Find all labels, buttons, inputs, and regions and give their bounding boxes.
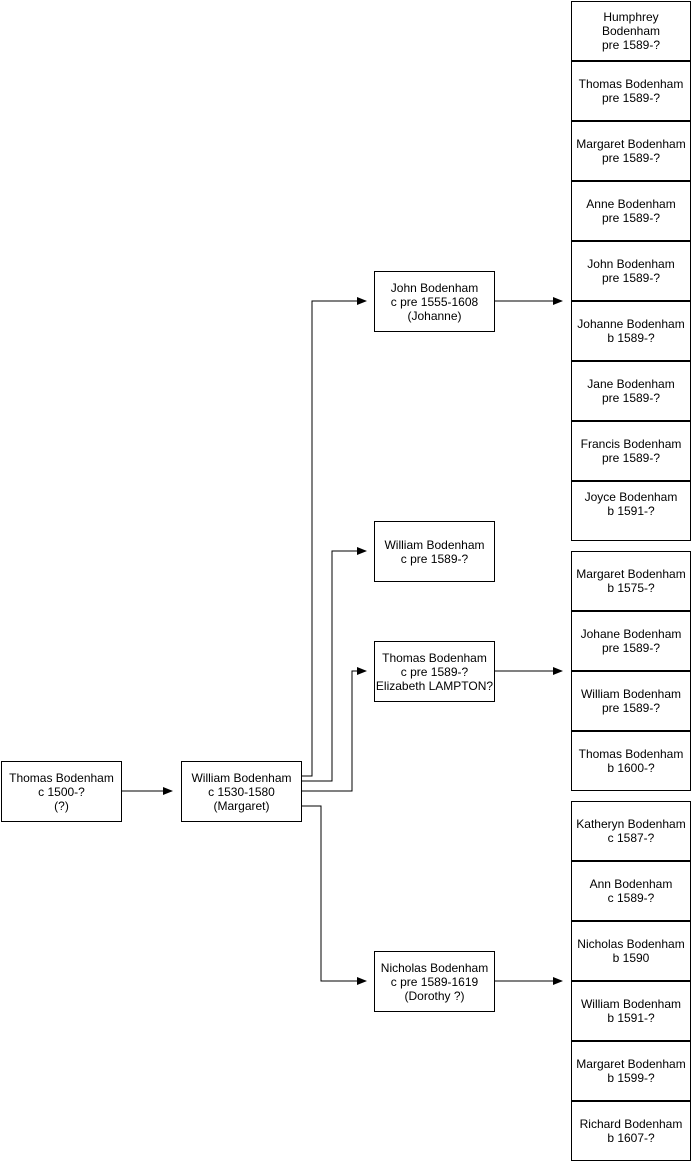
person-dates: c 1500-? bbox=[38, 784, 85, 799]
child-john-1: Thomas Bodenham pre 1589-? bbox=[571, 61, 691, 121]
child-john-5: Johanne Bodenham b 1589-? bbox=[571, 301, 691, 361]
child-name: Richard Bodenham bbox=[579, 1117, 683, 1131]
child-dates: pre 1589-? bbox=[601, 391, 661, 405]
person-dates: c pre 1589-? bbox=[400, 664, 469, 679]
child-dates: b 1599-? bbox=[607, 1071, 655, 1085]
child-dates: pre 1589-? bbox=[601, 91, 661, 105]
person-spouse: Elizabeth LAMPTON? bbox=[375, 678, 494, 693]
person-nicholas-bodenham: Nicholas Bodenham c pre 1589-1619 (Dorot… bbox=[374, 951, 495, 1012]
child-name: Joyce Bodenham bbox=[584, 490, 678, 504]
child-name: Margaret Bodenham bbox=[576, 567, 686, 581]
child-name-last: Bodenham bbox=[601, 24, 661, 38]
child-dates: c 1589-? bbox=[607, 891, 655, 905]
connector-william-to-john bbox=[301, 297, 367, 777]
child-name: Francis Bodenham bbox=[580, 437, 682, 451]
child-dates: b 1590 bbox=[612, 951, 650, 965]
child-john-2: Margaret Bodenham pre 1589-? bbox=[571, 121, 691, 181]
child-nicholas-3: William Bodenham b 1591-? bbox=[571, 981, 691, 1041]
child-dates: pre 1589-? bbox=[601, 641, 661, 655]
child-dates: b 1591-? bbox=[607, 504, 655, 518]
child-name: Jane Bodenham bbox=[587, 377, 675, 391]
child-name: Johanne Bodenham bbox=[577, 317, 685, 331]
person-spouse: (?) bbox=[54, 798, 69, 813]
child-dates: pre 1589-? bbox=[601, 38, 661, 52]
person-dates: c pre 1589-? bbox=[400, 551, 469, 566]
child-name: William Bodenham bbox=[580, 997, 682, 1011]
person-dates: c pre 1555-1608 bbox=[390, 294, 479, 309]
child-john-6: Jane Bodenham pre 1589-? bbox=[571, 361, 691, 421]
child-name-first: Humphrey bbox=[603, 10, 659, 24]
child-dates: b 1607-? bbox=[607, 1131, 655, 1145]
child-nicholas-1: Ann Bodenham c 1589-? bbox=[571, 861, 691, 921]
child-name: Thomas Bodenham bbox=[578, 77, 684, 91]
person-dates: c 1530-1580 bbox=[208, 784, 275, 799]
person-william-bodenham: William Bodenham c 1530-1580 (Margaret) bbox=[181, 761, 302, 822]
child-dates: pre 1589-? bbox=[601, 701, 661, 715]
child-dates: pre 1589-? bbox=[601, 451, 661, 465]
person-spouse: (Dorothy ?) bbox=[404, 988, 465, 1003]
child-thomas-3: Thomas Bodenham b 1600-? bbox=[571, 731, 691, 791]
child-nicholas-2: Nicholas Bodenham b 1590 bbox=[571, 921, 691, 981]
child-john-8: Joyce Bodenham b 1591-? bbox=[571, 481, 691, 541]
child-dates: b 1600-? bbox=[607, 761, 655, 775]
child-dates: pre 1589-? bbox=[601, 271, 661, 285]
child-dates: c 1587-? bbox=[607, 831, 655, 845]
child-name: John Bodenham bbox=[587, 257, 675, 271]
person-spouse: (Johanne) bbox=[407, 308, 462, 323]
child-thomas-2: William Bodenham pre 1589-? bbox=[571, 671, 691, 731]
child-name: Margaret Bodenham bbox=[576, 1057, 686, 1071]
child-name: Johane Bodenham bbox=[580, 627, 682, 641]
connector-william-to-william-jr bbox=[301, 547, 367, 782]
child-name: Katheryn Bodenham bbox=[576, 817, 686, 831]
child-john-7: Francis Bodenham pre 1589-? bbox=[571, 421, 691, 481]
child-john-4: John Bodenham pre 1589-? bbox=[571, 241, 691, 301]
person-name: William Bodenham bbox=[191, 770, 292, 785]
person-william-bodenham-jr: William Bodenham c pre 1589-? bbox=[374, 521, 495, 582]
child-name: Margaret Bodenham bbox=[576, 137, 686, 151]
child-thomas-1: Johane Bodenham pre 1589-? bbox=[571, 611, 691, 671]
person-spouse: (Margaret) bbox=[213, 798, 270, 813]
person-thomas-bodenham-root: Thomas Bodenham c 1500-? (?) bbox=[1, 761, 122, 822]
person-name: John Bodenham bbox=[390, 280, 479, 295]
child-name: Nicholas Bodenham bbox=[577, 937, 685, 951]
child-dates: b 1575-? bbox=[607, 581, 655, 595]
child-dates: pre 1589-? bbox=[601, 211, 661, 225]
child-name: Anne Bodenham bbox=[586, 197, 676, 211]
person-name: William Bodenham bbox=[384, 537, 485, 552]
child-nicholas-5: Richard Bodenham b 1607-? bbox=[571, 1101, 691, 1161]
person-name: Nicholas Bodenham bbox=[380, 960, 489, 975]
person-john-bodenham: John Bodenham c pre 1555-1608 (Johanne) bbox=[374, 271, 495, 332]
connector-william-to-thomas-jr bbox=[301, 667, 367, 792]
child-name: Thomas Bodenham bbox=[578, 747, 684, 761]
connector-william-to-nicholas bbox=[301, 805, 367, 985]
child-dates: pre 1589-? bbox=[601, 151, 661, 165]
child-nicholas-0: Katheryn Bodenham c 1587-? bbox=[571, 801, 691, 861]
child-dates: b 1589-? bbox=[607, 331, 655, 345]
child-nicholas-4: Margaret Bodenham b 1599-? bbox=[571, 1041, 691, 1101]
child-john-3: Anne Bodenham pre 1589-? bbox=[571, 181, 691, 241]
person-thomas-bodenham-jr: Thomas Bodenham c pre 1589-? Elizabeth L… bbox=[374, 641, 495, 702]
child-john-0: Humphrey Bodenham pre 1589-? bbox=[571, 1, 691, 61]
person-name: Thomas Bodenham bbox=[382, 650, 487, 665]
child-name: Ann Bodenham bbox=[589, 877, 673, 891]
child-thomas-0: Margaret Bodenham b 1575-? bbox=[571, 551, 691, 611]
person-name: Thomas Bodenham bbox=[9, 770, 114, 785]
person-dates: c pre 1589-1619 bbox=[390, 974, 479, 989]
child-name: William Bodenham bbox=[580, 687, 682, 701]
child-dates: b 1591-? bbox=[607, 1011, 655, 1025]
